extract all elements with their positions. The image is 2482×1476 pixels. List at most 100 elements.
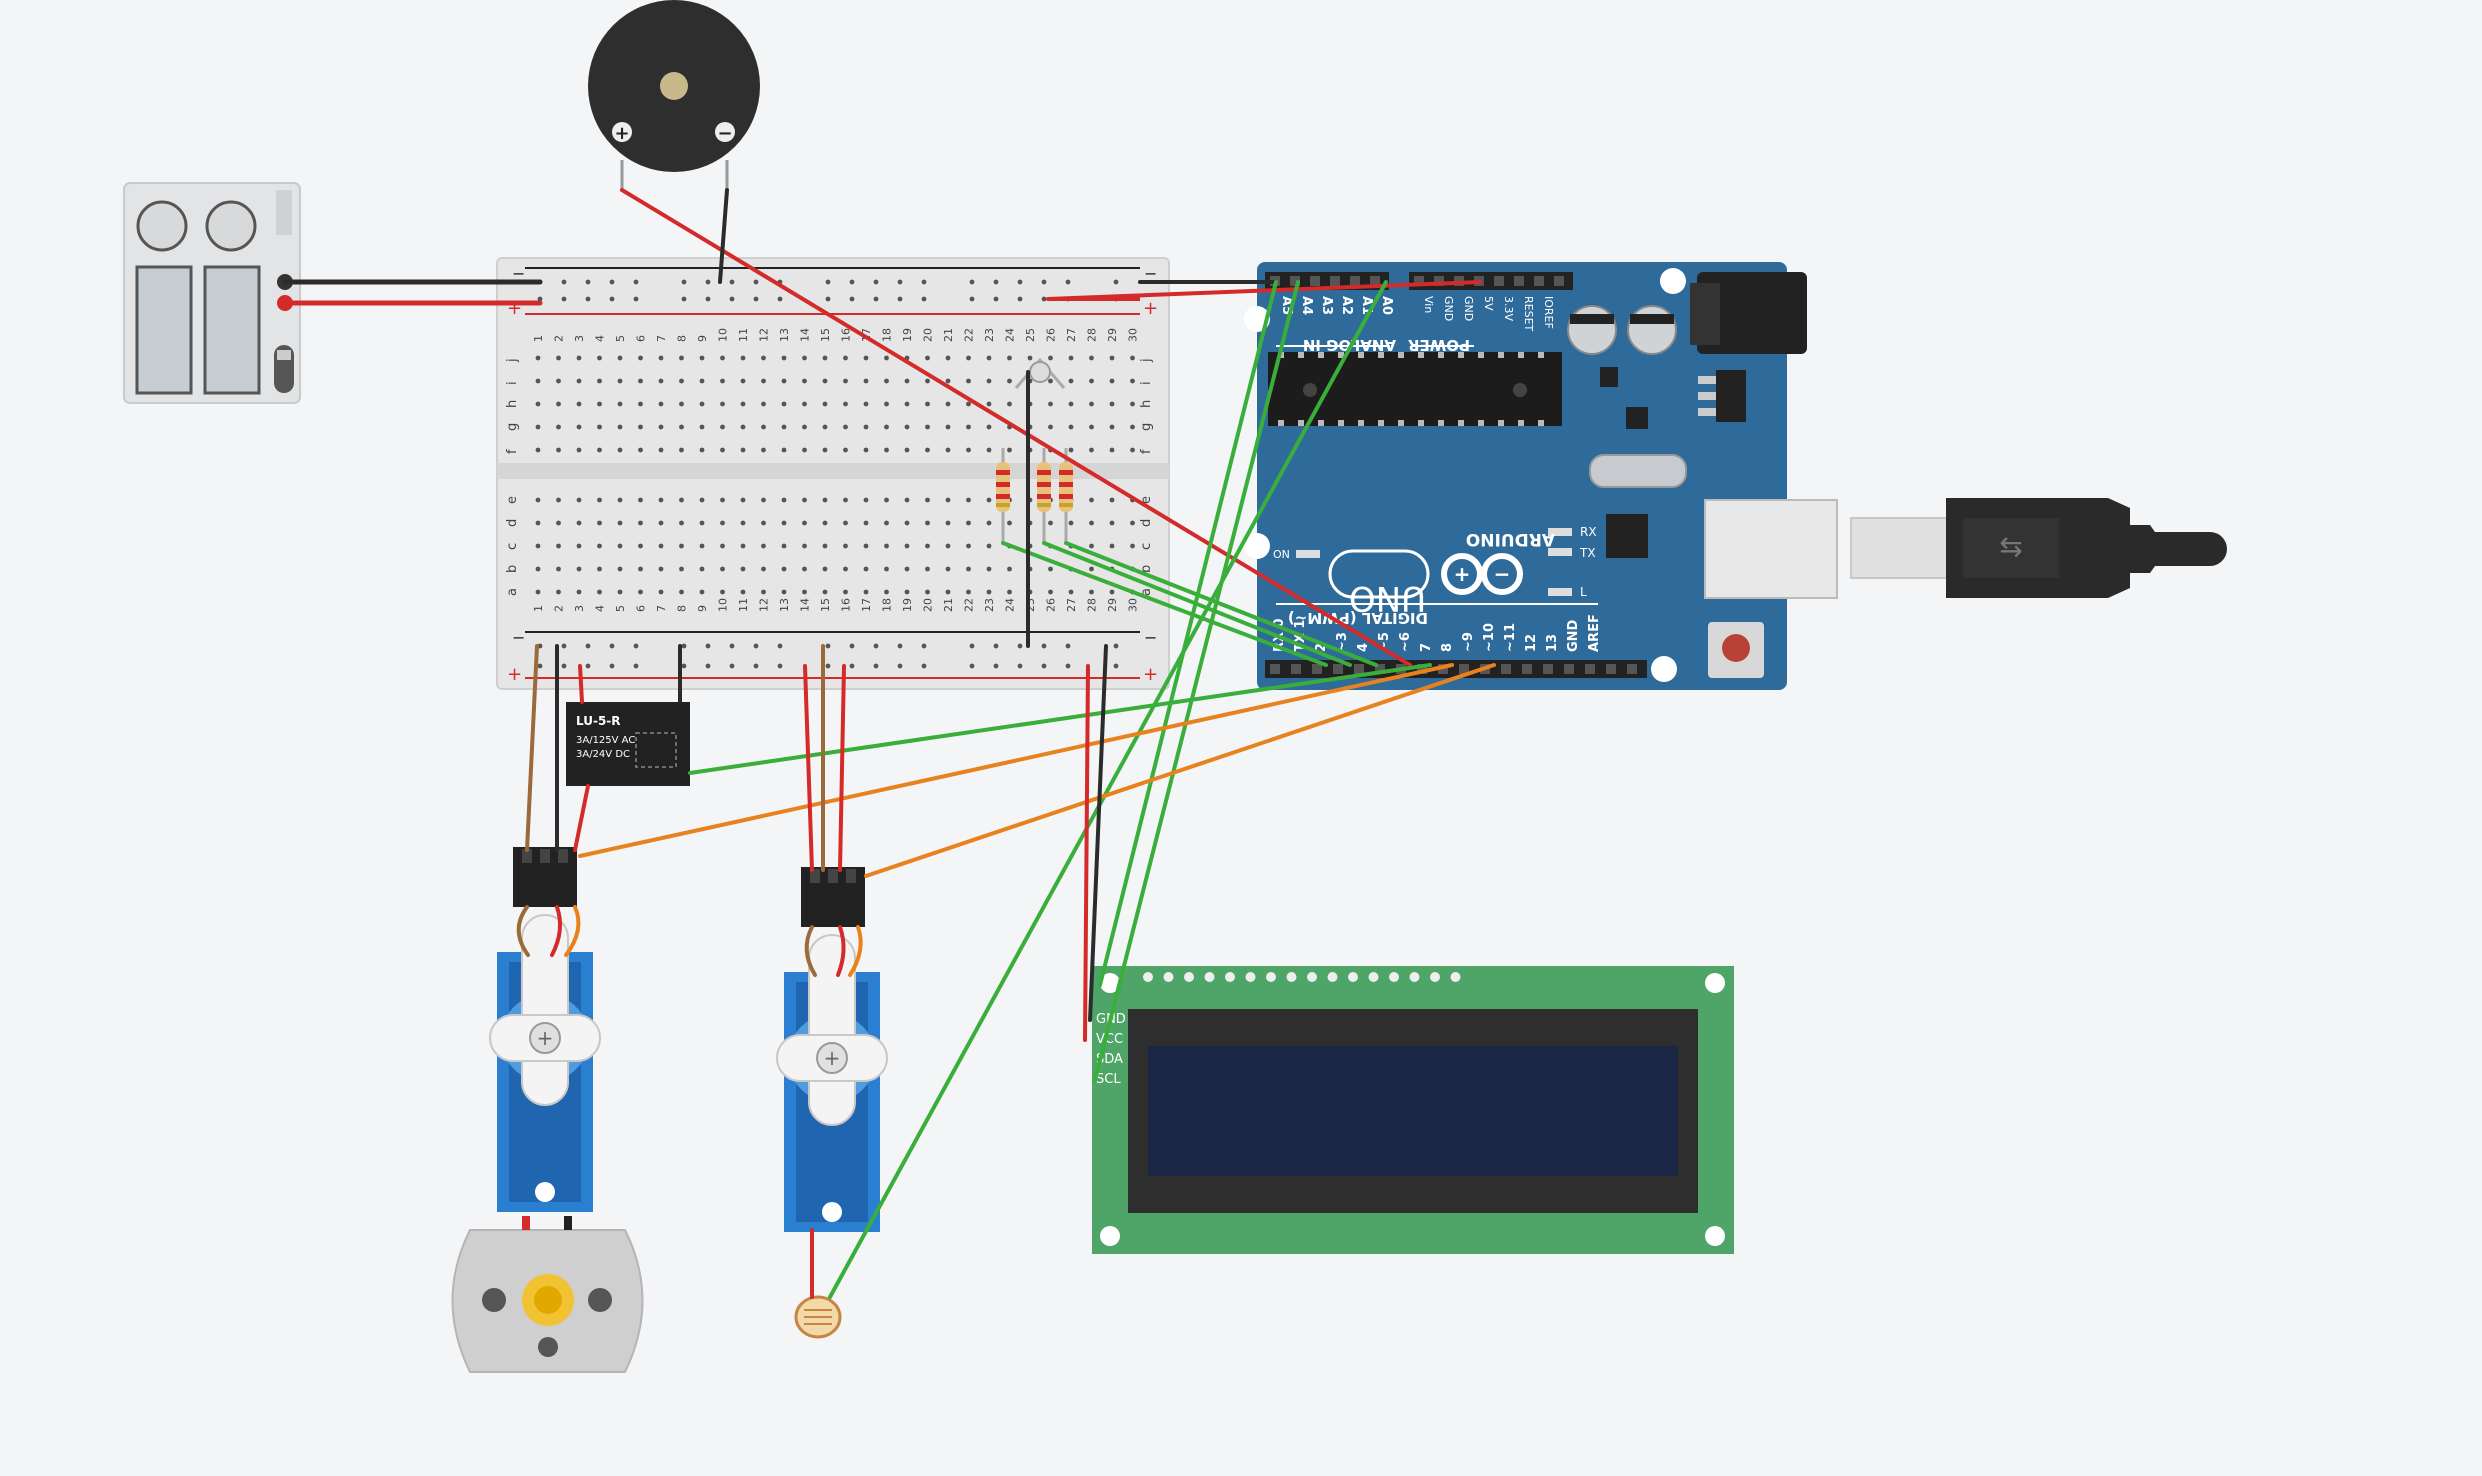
analog-pin[interactable] (1350, 276, 1360, 286)
breadboard-hole[interactable] (761, 401, 766, 407)
breadboard-hole[interactable] (904, 543, 910, 549)
servo-motor-1[interactable]: + (489, 847, 601, 1212)
rail-hole[interactable] (993, 663, 999, 669)
lcd-header-pin[interactable] (1389, 972, 1399, 982)
rail-hole[interactable] (585, 643, 591, 649)
breadboard-hole[interactable] (945, 401, 951, 407)
breadboard-hole[interactable] (945, 543, 951, 549)
breadboard-hole[interactable] (863, 401, 869, 407)
breadboard-hole[interactable] (638, 520, 643, 526)
breadboard-hole[interactable] (679, 424, 684, 430)
breadboard-hole[interactable] (904, 566, 910, 572)
breadboard-hole[interactable] (1068, 589, 1074, 595)
breadboard-hole[interactable] (945, 589, 951, 595)
breadboard-hole[interactable] (597, 401, 602, 407)
rail-hole[interactable] (921, 643, 927, 649)
breadboard-hole[interactable] (843, 378, 848, 384)
breadboard-hole[interactable] (576, 401, 582, 407)
breadboard-hole[interactable] (822, 355, 828, 361)
breadboard-hole[interactable] (945, 355, 951, 361)
breadboard-hole[interactable] (802, 497, 807, 503)
breadboard-hole[interactable] (1048, 401, 1053, 407)
breadboard-hole[interactable] (658, 543, 664, 549)
rail-hole[interactable] (1065, 663, 1071, 669)
breadboard-hole[interactable] (966, 589, 971, 595)
rail-hole[interactable] (1017, 663, 1023, 669)
breadboard-hole[interactable] (822, 401, 828, 407)
rail-hole[interactable] (873, 643, 879, 649)
breadboard-hole[interactable] (1048, 424, 1053, 430)
breadboard-hole[interactable] (925, 497, 930, 503)
breadboard-hole[interactable] (597, 543, 602, 549)
breadboard-hole[interactable] (638, 589, 643, 595)
breadboard-hole[interactable] (638, 447, 643, 453)
rail-hole[interactable] (753, 663, 759, 669)
lcd-header-pin[interactable] (1286, 972, 1297, 982)
breadboard-hole[interactable] (761, 378, 766, 384)
breadboard-hole[interactable] (535, 378, 541, 384)
breadboard-hole[interactable] (658, 447, 664, 453)
breadboard-hole[interactable] (740, 566, 746, 572)
breadboard-hole[interactable] (597, 520, 602, 526)
breadboard-hole[interactable] (740, 520, 746, 526)
rail-hole[interactable] (777, 296, 783, 302)
lcd-header-pin[interactable] (1163, 972, 1174, 982)
rail-hole[interactable] (633, 663, 639, 669)
breadboard-hole[interactable] (1007, 447, 1012, 453)
breadboard-hole[interactable] (822, 447, 828, 453)
breadboard-hole[interactable] (904, 424, 910, 430)
breadboard-hole[interactable] (843, 520, 848, 526)
breadboard-hole[interactable] (986, 589, 992, 595)
breadboard-hole[interactable] (1089, 497, 1094, 503)
rail-hole[interactable] (825, 643, 831, 649)
lcd-16x2-i2c[interactable]: GND VCC SDA SCL (1092, 966, 1734, 1254)
breadboard-hole[interactable] (945, 566, 951, 572)
breadboard-hole[interactable] (904, 401, 910, 407)
rgb-led[interactable] (1014, 357, 1066, 389)
rail-hole[interactable] (753, 643, 759, 649)
breadboard-hole[interactable] (1068, 424, 1074, 430)
digital-pin[interactable] (1354, 664, 1364, 674)
breadboard-hole[interactable] (1130, 378, 1135, 384)
breadboard-hole[interactable] (1027, 355, 1033, 361)
breadboard-hole[interactable] (638, 566, 643, 572)
breadboard-hole[interactable] (863, 424, 869, 430)
breadboard-hole[interactable] (1007, 589, 1012, 595)
breadboard-hole[interactable] (802, 543, 807, 549)
rail-hole[interactable] (993, 643, 999, 649)
breadboard-hole[interactable] (925, 355, 930, 361)
rail-hole[interactable] (849, 296, 855, 302)
digital-pin[interactable] (1312, 664, 1322, 674)
rail-hole[interactable] (873, 663, 879, 669)
breadboard-hole[interactable] (535, 543, 541, 549)
lcd-header-pin[interactable] (1143, 972, 1153, 982)
analog-pin[interactable] (1290, 276, 1300, 286)
rail-hole[interactable] (681, 279, 687, 285)
breadboard-hole[interactable] (535, 566, 541, 572)
breadboard-hole[interactable] (1089, 589, 1094, 595)
breadboard-hole[interactable] (761, 424, 766, 430)
rail-hole[interactable] (609, 643, 615, 649)
rail-hole[interactable] (873, 296, 879, 302)
rail-hole[interactable] (993, 296, 999, 302)
breadboard-hole[interactable] (720, 401, 725, 407)
breadboard-hole[interactable] (576, 520, 582, 526)
breadboard-hole[interactable] (802, 589, 807, 595)
resistors[interactable] (996, 448, 1073, 543)
breadboard-hole[interactable] (761, 497, 766, 503)
digital-pin[interactable] (1564, 664, 1574, 674)
breadboard-hole[interactable] (720, 447, 725, 453)
breadboard-hole[interactable] (1089, 424, 1094, 430)
breadboard-hole[interactable] (986, 497, 992, 503)
breadboard-hole[interactable] (576, 543, 582, 549)
lcd-header-pin[interactable] (1368, 972, 1379, 982)
rail-hole[interactable] (897, 279, 903, 285)
breadboard-hole[interactable] (925, 543, 930, 549)
breadboard-hole[interactable] (740, 543, 746, 549)
rail-hole[interactable] (921, 663, 927, 669)
breadboard-hole[interactable] (720, 566, 725, 572)
lcd-header-pin[interactable] (1184, 972, 1194, 982)
breadboard-hole[interactable] (802, 378, 807, 384)
lcd-header-pin[interactable] (1327, 972, 1338, 982)
breadboard-hole[interactable] (597, 566, 602, 572)
